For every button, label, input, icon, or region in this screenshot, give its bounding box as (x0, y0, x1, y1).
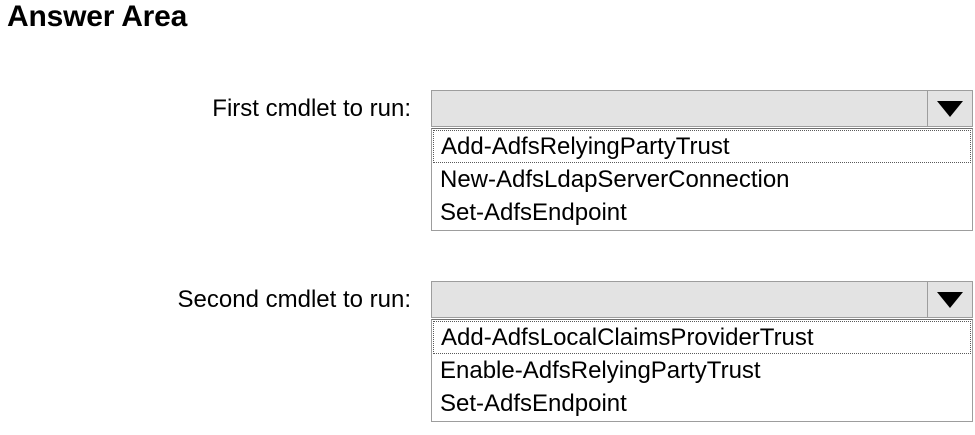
first-cmdlet-label: First cmdlet to run: (212, 95, 411, 122)
second-cmdlet-label: Second cmdlet to run: (177, 286, 411, 313)
second-cmdlet-selected-value[interactable] (432, 282, 927, 317)
first-cmdlet-option-list[interactable]: Add-AdfsRelyingPartyTrust New-AdfsLdapSe… (431, 128, 973, 231)
first-cmdlet-option-0[interactable]: Add-AdfsRelyingPartyTrust (433, 130, 971, 163)
second-cmdlet-option-0[interactable]: Add-AdfsLocalClaimsProviderTrust (433, 321, 971, 354)
chevron-down-icon (937, 100, 963, 117)
second-cmdlet-option-1[interactable]: Enable-AdfsRelyingPartyTrust (433, 354, 971, 387)
second-cmdlet-option-list[interactable]: Add-AdfsLocalClaimsProviderTrust Enable-… (431, 319, 973, 422)
first-cmdlet-option-2[interactable]: Set-AdfsEndpoint (433, 196, 971, 229)
first-cmdlet-dropdown-button[interactable] (927, 91, 972, 126)
first-cmdlet-combobox[interactable] (431, 90, 973, 127)
second-cmdlet-combobox[interactable] (431, 281, 973, 318)
chevron-down-icon (937, 291, 963, 308)
first-cmdlet-option-1[interactable]: New-AdfsLdapServerConnection (433, 163, 971, 196)
first-cmdlet-selected-value[interactable] (432, 91, 927, 126)
page-title: Answer Area (7, 0, 188, 33)
second-cmdlet-option-2[interactable]: Set-AdfsEndpoint (433, 387, 971, 420)
second-cmdlet-dropdown-button[interactable] (927, 282, 972, 317)
